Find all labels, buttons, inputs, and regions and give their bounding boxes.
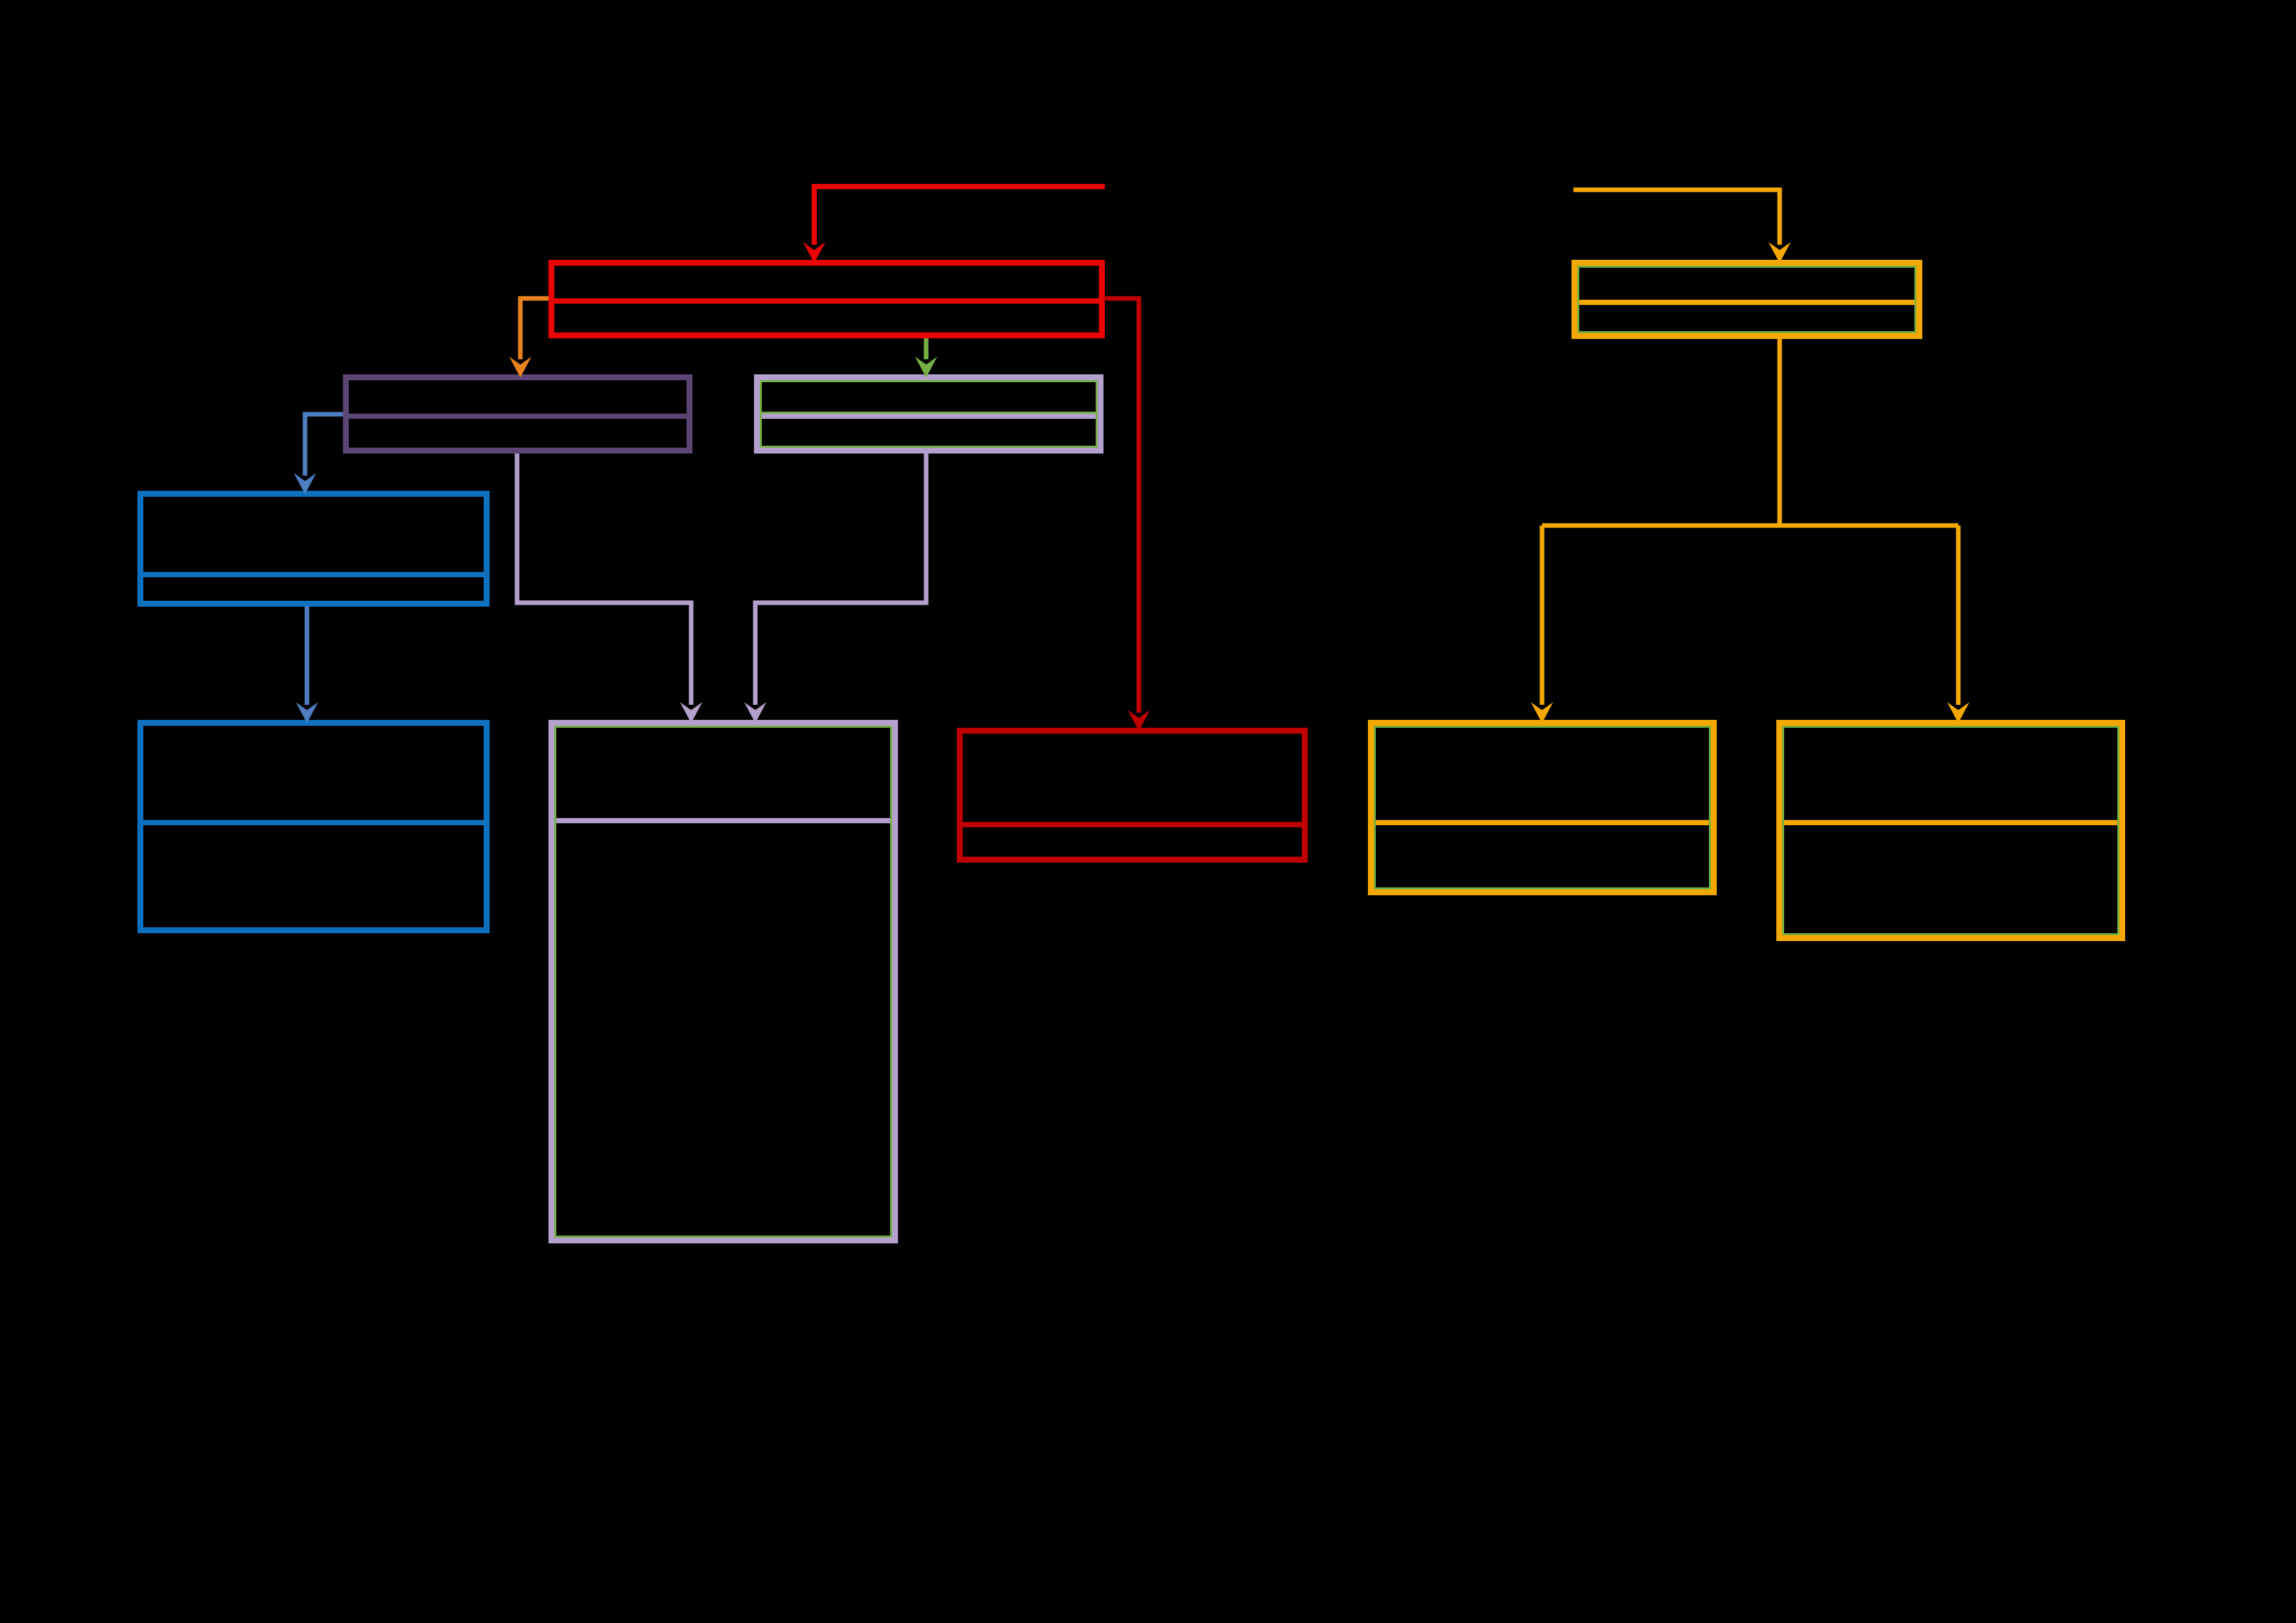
node-divider — [1576, 300, 1918, 305]
node-divider — [142, 820, 485, 825]
arrowhead-down-icon — [915, 357, 937, 378]
node-divider — [553, 818, 893, 823]
node-divider — [142, 572, 485, 577]
node-purple — [343, 374, 692, 454]
edge-red-main-to-purple — [509, 296, 548, 378]
edge-purple-to-blue-upper — [294, 412, 343, 494]
edge-lavender-to-big-lavender — [744, 454, 929, 723]
node-divider — [553, 298, 1100, 304]
arrowhead-down-icon — [296, 702, 318, 723]
edge-blue-upper-to-blue-lower — [296, 607, 318, 723]
edge-red-main-to-red-child — [1103, 296, 1150, 731]
arrowhead-down-icon — [744, 702, 766, 723]
edge-red-main-to-lavender — [915, 338, 937, 378]
node-divider — [1781, 820, 2121, 825]
node-blue-lower — [137, 720, 490, 933]
node-blue-upper — [137, 491, 490, 607]
arrowhead-down-icon — [509, 357, 531, 378]
node-divider — [961, 822, 1303, 827]
arrowhead-down-icon — [1128, 710, 1150, 731]
node-red-main — [548, 260, 1105, 338]
node-red-child — [957, 728, 1308, 863]
arrowhead-down-icon — [1531, 702, 1553, 723]
arrowhead-down-icon — [1768, 242, 1791, 263]
arrowhead-down-icon — [1947, 702, 1969, 723]
node-divider — [759, 414, 1099, 419]
edge-into-red-main — [803, 184, 1105, 263]
node-divider — [1372, 820, 1712, 825]
node-divider — [348, 414, 688, 419]
edge-into-yellow-main — [1573, 187, 1791, 263]
arrowhead-down-icon — [294, 473, 316, 494]
arrowhead-down-icon — [803, 242, 825, 263]
arrowhead-down-icon — [680, 702, 702, 723]
edge-yellow-to-child-right — [1947, 526, 1969, 723]
edge-purple-to-big-lavender — [514, 454, 702, 723]
edge-yellow-to-child-left — [1531, 526, 1553, 723]
